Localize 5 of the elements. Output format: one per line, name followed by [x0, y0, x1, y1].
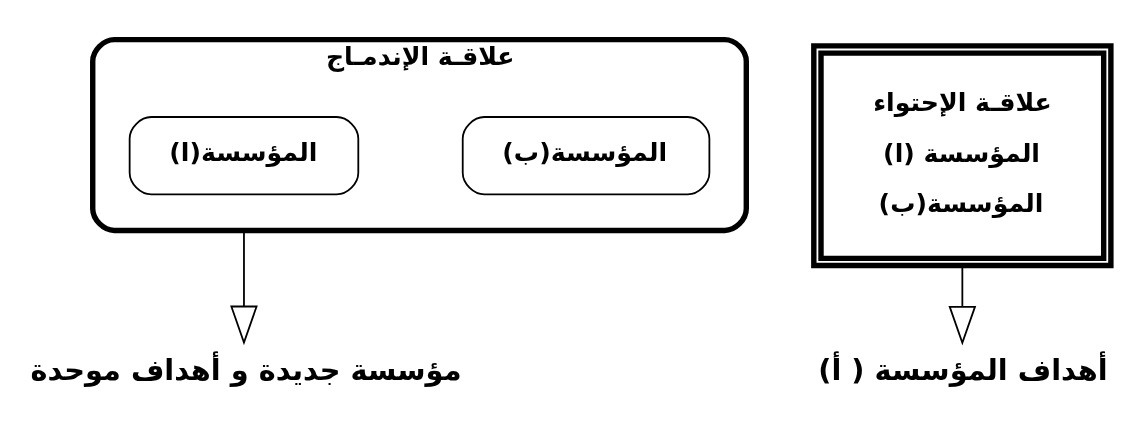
node-text: أهداف المؤسسة ( أ): [818, 352, 1108, 387]
node-box: المؤسسة(ب): [461, 115, 711, 195]
node-text: مؤسسة جديدة و أهداف موحدة: [30, 352, 462, 387]
node-box: علاقـة الإحتواء المؤسسة (ا) المؤسسة(ب): [811, 42, 1114, 268]
node-box: المؤسسة(ا): [128, 115, 360, 195]
